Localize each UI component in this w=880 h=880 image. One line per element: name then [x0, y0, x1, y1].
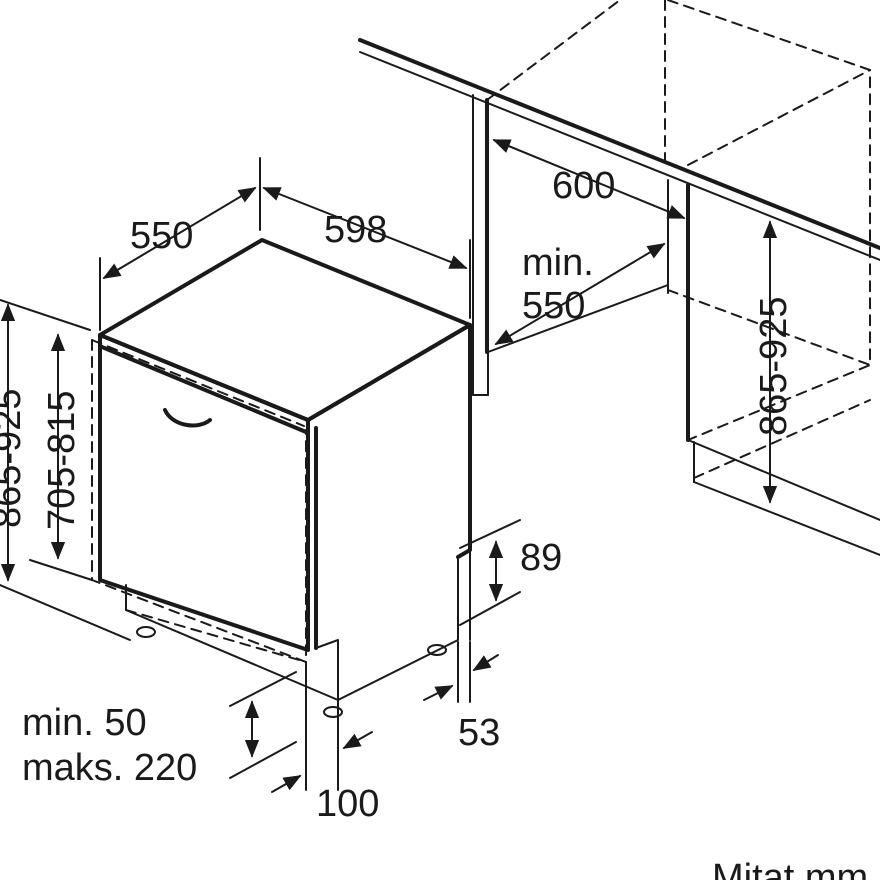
- label-depth-550: 550: [130, 215, 193, 257]
- door-handle-icon: [163, 408, 212, 428]
- label-width-598: 598: [324, 209, 387, 251]
- label-niche-depth-550: 550: [522, 285, 585, 327]
- foot-icon: [136, 626, 156, 638]
- label-foot-gap-max: maks. 220: [22, 747, 197, 789]
- label-niche-height: 865-925: [753, 297, 795, 436]
- foot-icon: [323, 706, 343, 718]
- dimension-lines: [0, 139, 778, 793]
- foot-icon: [427, 644, 447, 656]
- label-niche-width-600: 600: [552, 165, 615, 207]
- label-foot-gap-min: min. 50: [22, 702, 147, 744]
- label-niche-min: min.: [522, 242, 594, 284]
- label-unit-height-range: 705-815: [41, 391, 83, 530]
- label-left-height: 865-925: [0, 389, 29, 528]
- dishwasher-unit: [91, 238, 472, 718]
- label-plinth-height-89: 89: [520, 537, 562, 579]
- niche-cabinet: [358, 0, 880, 556]
- label-foot-offset-100: 100: [316, 783, 379, 825]
- label-plinth-depth-53: 53: [458, 712, 500, 754]
- label-footer-note: Mitat mm: [712, 857, 868, 880]
